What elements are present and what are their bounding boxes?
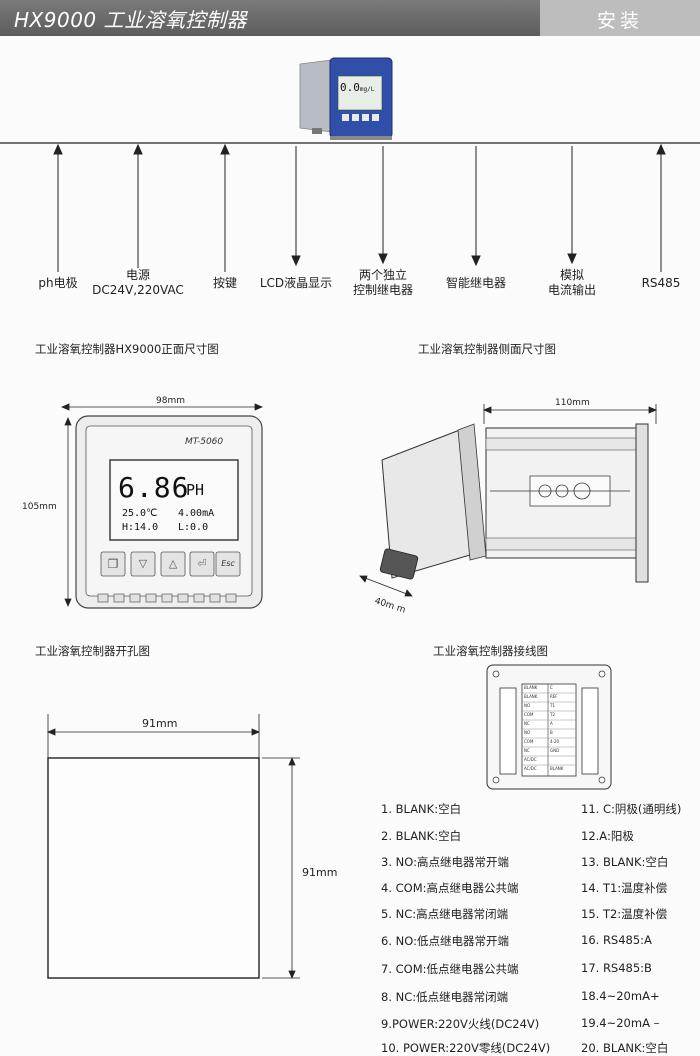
pin-item: 1. BLANK:空白 [381, 802, 462, 816]
down-arrow-icon[interactable]: ▽ [138, 557, 148, 570]
product-lcd-value: 0.0 [340, 81, 360, 94]
front-temp: 25.0℃ [122, 508, 158, 519]
side-view-drawing [359, 404, 658, 597]
cutout-drawing [46, 714, 300, 980]
pin-item: 17. RS485:B [581, 961, 652, 975]
product-lcd-reading: 0.0mg/L [340, 81, 374, 94]
front-height-label: 105mm [22, 502, 57, 512]
front-low: L:0.0 [178, 522, 209, 533]
product-lcd-unit: mg/L [359, 86, 375, 93]
front-width-label: 98mm [156, 396, 185, 406]
pin-item: 4. COM:高点继电器公共端 [381, 881, 519, 895]
side-view-caption: 工业溶氧控制器侧面尺寸图 [418, 342, 556, 356]
menu-book-icon[interactable]: ❐ [107, 557, 119, 571]
header-bar [0, 0, 540, 36]
pin-item: 14. T1:温度补偿 [581, 881, 668, 895]
callout-lcd: LCD液晶显示 [259, 276, 333, 290]
pin-item: 5. NC:高点继电器常闭端 [381, 907, 509, 921]
product-photo [299, 57, 393, 140]
wiring-terminal-diagram [486, 664, 612, 790]
up-arrow-icon[interactable]: △ [168, 557, 178, 570]
esc-button[interactable]: Esc [221, 559, 235, 568]
pin-item: 10. POWER:220V零线(DC24V) [381, 1041, 551, 1055]
pin-item: 19.4~20mA – [581, 1016, 660, 1030]
callout-smart-relay: 智能继电器 [445, 276, 506, 290]
side-length-label: 110mm [555, 398, 590, 408]
pin-item: 7. COM:低点继电器公共端 [381, 962, 519, 976]
front-high: H:14.0 [122, 522, 159, 533]
wiring-caption: 工业溶氧控制器接线图 [433, 644, 548, 658]
pin-item: 16. RS485:A [581, 933, 652, 947]
page-title: HX9000 工业溶氧控制器 [14, 8, 247, 32]
pin-item: 8. NC:低点继电器常闭端 [381, 990, 509, 1004]
cutout-caption: 工业溶氧控制器开孔图 [35, 644, 150, 658]
cutout-width-label: 91mm [142, 717, 178, 730]
pin-item: 13. BLANK:空白 [581, 855, 669, 869]
header-section-tab [540, 0, 700, 36]
pin-item: 9.POWER:220V火线(DC24V) [381, 1017, 540, 1031]
pin-item: 20. BLANK:空白 [581, 1041, 669, 1055]
pin-item: 11. C:阴极(通明线) [581, 802, 682, 816]
front-view-drawing [60, 403, 264, 609]
product-callout-diagram [0, 57, 700, 272]
front-view-caption: 工业溶氧控制器HX9000正面尺寸图 [35, 342, 219, 356]
front-main-unit: PH [186, 481, 205, 499]
pin-item: 12.A:阳极 [581, 829, 634, 843]
pin-item: 6. NO:低点继电器常开端 [381, 934, 509, 948]
pin-item: 2. BLANK:空白 [381, 829, 462, 843]
cutout-height-label: 91mm [302, 866, 338, 879]
section-title: 安装 [596, 10, 643, 32]
front-main-reading: 6.86 [118, 471, 190, 504]
callout-relays: 两个独立控制继电器 [352, 268, 413, 297]
callout-analog-output: 模拟电流输出 [547, 268, 596, 297]
pin-item: 15. T2:温度补偿 [581, 907, 668, 921]
front-model-label: MT-5060 [185, 437, 224, 447]
callout-keys: 按键 [212, 276, 237, 290]
callout-rs485: RS485 [641, 276, 681, 290]
callout-ph-electrode: ph电极 [38, 276, 78, 290]
enter-icon[interactable]: ⏎ [197, 557, 207, 570]
front-current: 4.00mA [178, 508, 215, 519]
pin-item: 3. NO:高点继电器常开端 [381, 855, 509, 869]
pin-item: 18.4~20mA+ [581, 989, 660, 1003]
